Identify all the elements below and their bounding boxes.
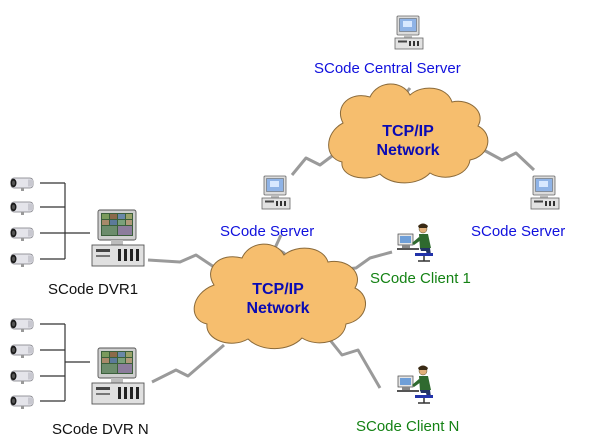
dvr1-icon: [91, 209, 145, 267]
clientn-person-icon: [396, 364, 434, 404]
server-left-label: SCode Server: [220, 223, 315, 240]
cloud-top-line1: TCP/IP: [382, 123, 434, 140]
camera-icon: [10, 177, 34, 192]
tcp-ip-cloud-bottom: [193, 243, 366, 350]
camera-icon: [10, 370, 34, 385]
server-right-icon: [530, 175, 560, 210]
server-right-label: SCode Server: [471, 223, 566, 240]
link-dvr1-to-bottom-cloud: [147, 253, 227, 277]
camera-icon: [10, 201, 34, 216]
server-left-icon: [261, 175, 291, 210]
link-top-cloud-to-server-right: [479, 146, 536, 172]
cloud-top-label: TCP/IP Network: [366, 122, 450, 160]
cloud-top-line2: Network: [376, 142, 440, 159]
tcp-ip-cloud-top: [328, 83, 489, 184]
camera-wiring-dvrn: [40, 323, 90, 402]
link-dvrn-to-bottom-cloud: [151, 343, 225, 384]
cloud-bottom-line1: TCP/IP: [252, 281, 304, 298]
network-links: [147, 87, 536, 389]
cloud-bottom-label: TCP/IP Network: [236, 280, 320, 318]
dvrn-icon: [91, 347, 145, 405]
camera-icon: [10, 253, 34, 268]
dvrn-label: SCode DVR N: [52, 421, 149, 438]
camera-wiring-dvr1: [40, 182, 90, 260]
link-top-cloud-to-server-left: [290, 148, 341, 176]
camera-icon: [10, 318, 34, 333]
cloud-bottom-line2: Network: [246, 300, 310, 317]
dvr1-label: SCode DVR1: [48, 281, 139, 298]
camera-icon: [10, 395, 34, 410]
central-server-icon: [394, 15, 424, 50]
camera-icon: [10, 344, 34, 359]
link-clientn-to-bottom-cloud: [328, 339, 382, 389]
clientn-label: SCode Client N: [356, 418, 460, 435]
central-server-label: SCode Central Server: [314, 60, 461, 77]
client1-person-icon: [396, 222, 434, 262]
client1-label: SCode Client 1: [370, 270, 471, 287]
camera-icon: [10, 227, 34, 242]
